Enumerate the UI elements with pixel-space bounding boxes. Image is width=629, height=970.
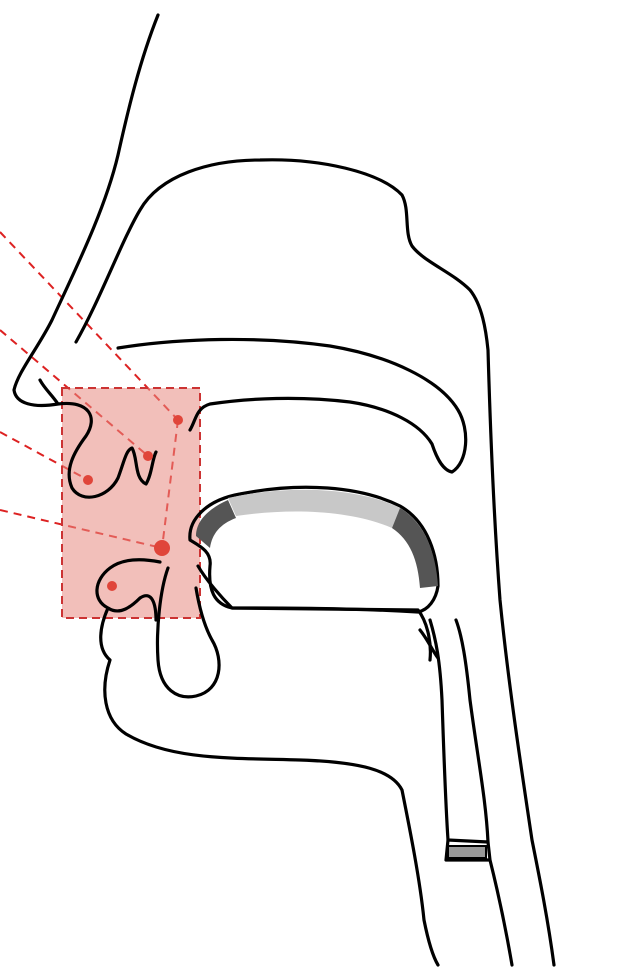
pharynx-outline	[430, 620, 488, 842]
vocal-folds	[448, 846, 486, 858]
marker-lower-lip	[107, 581, 117, 591]
marker-alveolar-ridge	[173, 415, 183, 425]
marker-upper-lip	[83, 475, 93, 485]
epiglottis-outline	[420, 630, 512, 965]
lower-jaw-outline	[198, 566, 430, 660]
marker-tongue-tip	[154, 540, 170, 556]
tongue-shading-dark-front	[196, 500, 236, 548]
marker-upper-teeth	[143, 451, 153, 461]
